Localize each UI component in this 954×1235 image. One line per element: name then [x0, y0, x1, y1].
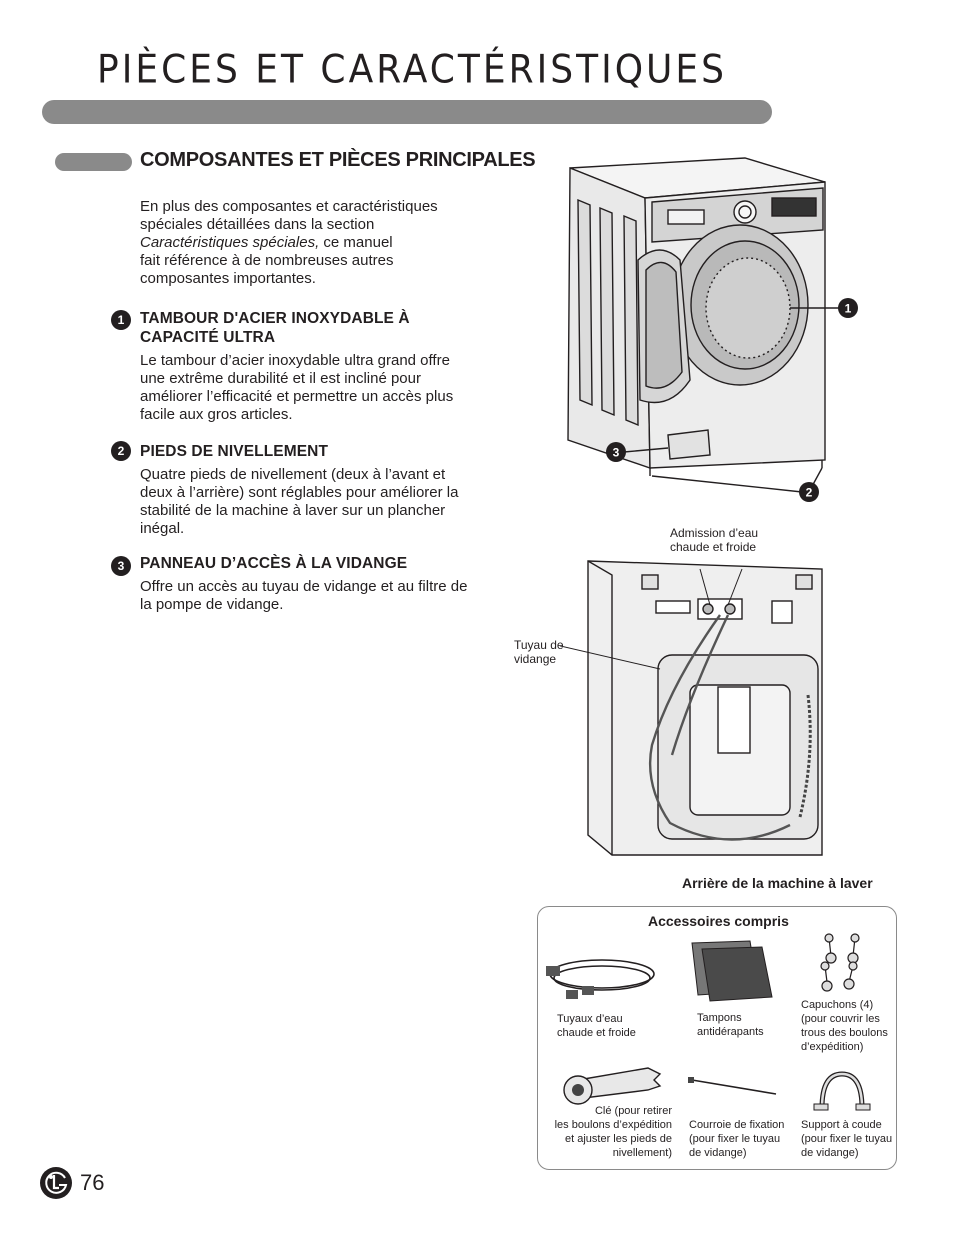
- accessories-title: Accessoires compris: [648, 913, 789, 929]
- hoses-icon: [546, 959, 655, 999]
- caption-line: nivellement): [612, 1147, 672, 1159]
- pads-icon: [691, 940, 773, 1002]
- intro-italic: Caractéristiques spéciales,: [140, 234, 320, 251]
- drain-hose-line: Tuyau de: [514, 638, 564, 652]
- rear-caption: Arrière de la machine à laver: [682, 875, 873, 891]
- caption-line: (pour fixer le tuyau: [801, 1133, 893, 1145]
- caption-line: (pour couvrir les: [801, 1013, 880, 1025]
- caption-line: trous des boulons: [801, 1027, 888, 1039]
- page-title: PIÈCES ET CARACTÉRISTIQUES: [97, 48, 727, 93]
- feature-title: TAMBOUR D'ACIER INOXYDABLE À CAPACITÉ UL…: [140, 310, 410, 346]
- intro-line: Caractéristiques spéciales, ce manuel: [140, 234, 480, 252]
- accessory-caption-cable-tie: Courroie de fixation (pour fixer le tuya…: [689, 1118, 784, 1160]
- elbow-bracket-icon: [813, 1071, 871, 1111]
- callout-1: 1: [845, 302, 852, 316]
- caption-line: antidérapants: [697, 1026, 764, 1038]
- accessory-caption-wrench: Clé (pour retirer les boulons d’expéditi…: [546, 1104, 672, 1160]
- intro-line: fait référence à de nombreuses autres: [140, 252, 394, 269]
- caption-line: Courroie de fixation: [689, 1119, 785, 1131]
- accessory-caption-caps: Capuchons (4) (pour couvrir les trous de…: [801, 998, 888, 1054]
- caption-line: Support à coude: [801, 1119, 882, 1131]
- intro-line: spéciales détaillées dans la section: [140, 216, 375, 233]
- callout-2: 2: [806, 486, 813, 500]
- lg-logo-icon: [40, 1167, 72, 1199]
- section-pill: [55, 153, 132, 171]
- accessory-caption-hoses: Tuyaux d’eau chaude et froide: [557, 1012, 636, 1040]
- water-inlet-line: chaude et froide: [670, 540, 757, 554]
- intro-line: En plus des composantes et caractéristiq…: [140, 198, 438, 215]
- caption-line: chaude et froide: [557, 1027, 636, 1039]
- caption-line: Capuchons (4): [801, 999, 874, 1011]
- wrench-icon: [563, 1067, 662, 1105]
- caption-line: Clé (pour retirer: [594, 1105, 672, 1117]
- feature-body: Quatre pieds de nivellement (deux à l’av…: [140, 466, 459, 537]
- caption-line: Tuyaux d’eau: [557, 1013, 623, 1025]
- caption-line: et ajuster les pieds de: [564, 1133, 672, 1145]
- feature-body: Le tambour d’acier inoxydable ultra gran…: [140, 352, 454, 423]
- caps-icon: [820, 933, 860, 992]
- caption-line: de vidange): [689, 1147, 747, 1159]
- feature-title: PANNEAU D’ACCÈS À LA VIDANGE: [140, 555, 408, 572]
- caption-line: les boulons d’expédition: [554, 1119, 672, 1131]
- caption-line: de vidange): [801, 1147, 859, 1159]
- accessories-box: [537, 906, 897, 1170]
- washer-rear-illustration: [560, 560, 823, 856]
- title-bar: [42, 100, 772, 124]
- drain-hose-line: vidange: [514, 652, 557, 666]
- accessory-caption-elbow: Support à coude (pour fixer le tuyau de …: [801, 1118, 892, 1160]
- accessory-caption-pads: Tampons antidérapants: [697, 1011, 764, 1039]
- page-number: 76: [80, 1170, 105, 1195]
- caption-line: (pour fixer le tuyau: [689, 1133, 781, 1145]
- intro-rest: ce manuel: [319, 234, 393, 251]
- feature-body: Offre un accès au tuyau de vidange et au…: [140, 578, 468, 613]
- feature-number-badge: 1: [111, 310, 131, 330]
- intro-paragraph: En plus des composantes et caractéristiq…: [140, 198, 480, 288]
- feature-number-badge: 2: [111, 441, 131, 461]
- drain-hose-label: Tuyau de vidange: [514, 638, 564, 666]
- caption-line: Tampons: [697, 1012, 742, 1024]
- intro-line: composantes importantes.: [140, 270, 316, 287]
- caption-line: d’expédition): [801, 1041, 864, 1053]
- section-heading: COMPOSANTES ET PIÈCES PRINCIPALES: [140, 149, 536, 171]
- washer-front-illustration: 1 3 2: [567, 157, 858, 502]
- water-inlet-label: Admission d’eau chaude et froide: [670, 526, 758, 554]
- feature-number-badge: 3: [111, 556, 131, 576]
- cable-tie-icon: [688, 1077, 777, 1095]
- callout-3: 3: [613, 446, 620, 460]
- water-inlet-line: Admission d’eau: [670, 526, 759, 540]
- feature-title: PIEDS DE NIVELLEMENT: [140, 443, 329, 460]
